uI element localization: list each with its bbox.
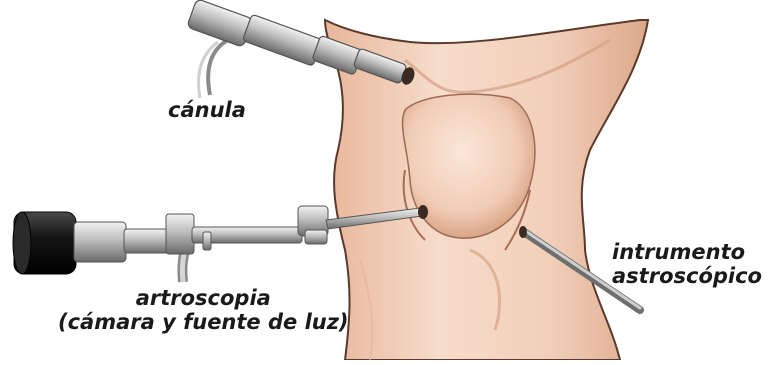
arthroscope-label-line1: artroscopia (58, 286, 349, 310)
instrument-label: intrumento astroscópico (612, 240, 762, 288)
instrument-label-line1: intrumento (612, 240, 762, 264)
instrument-label-line2: astroscópico (612, 264, 762, 288)
cannula-label: cánula (168, 98, 246, 122)
arthroscope-label-line2: (cámara y fuente de luz) (58, 310, 349, 334)
arthroscope-label: artroscopia (cámara y fuente de luz) (58, 286, 349, 334)
